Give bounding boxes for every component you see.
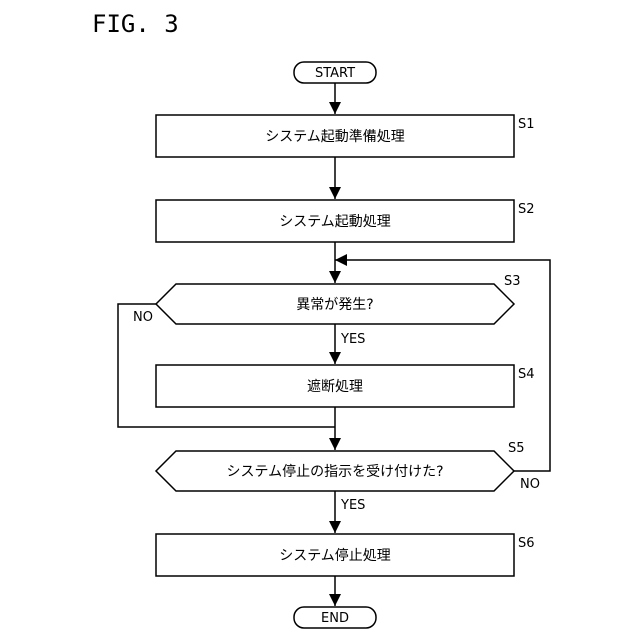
end-terminal-label: END <box>321 611 349 626</box>
decision-text-s3: 異常が発生? <box>296 297 373 313</box>
branch-label-s5-no: NO <box>520 477 540 492</box>
figure-title: FIG. 3 <box>92 10 179 38</box>
step-label-s5: S5 <box>508 441 525 456</box>
start-terminal-label: START <box>315 66 355 81</box>
process-text-s6: システム停止処理 <box>279 547 391 564</box>
branch-label-s3-yes: YES <box>340 332 365 347</box>
process-text-s2: システム起動処理 <box>279 214 391 230</box>
step-label-s4: S4 <box>518 367 535 382</box>
step-label-s1: S1 <box>518 117 535 132</box>
step-label-s3: S3 <box>504 274 521 289</box>
process-text-s4: 遮断処理 <box>307 379 363 395</box>
decision-text-s5: システム停止の指示を受け付けた? <box>226 463 443 480</box>
process-text-s1: システム起動準備処理 <box>265 129 405 145</box>
step-label-s6: S6 <box>518 536 535 551</box>
branch-label-s5-yes: YES <box>340 498 365 513</box>
branch-label-s3-no: NO <box>133 310 153 325</box>
step-label-s2: S2 <box>518 202 535 217</box>
